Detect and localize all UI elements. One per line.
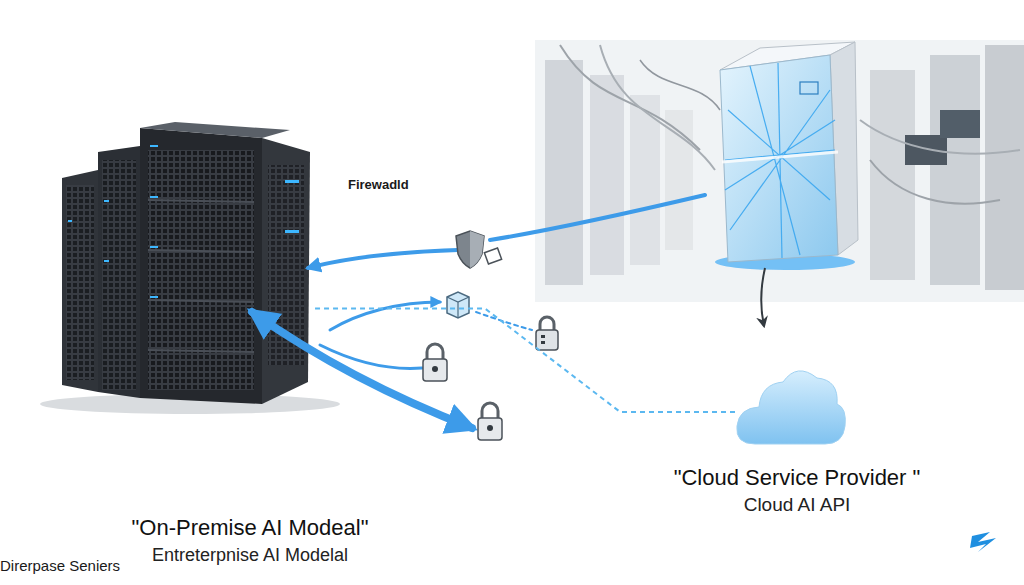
- flow-arrows: [252, 195, 705, 428]
- lock-icon: [478, 403, 502, 440]
- datacenter-photo: [535, 40, 1024, 302]
- server-racks: [40, 122, 340, 414]
- lock-icon: [536, 317, 558, 350]
- cloud-node: "Cloud Service Provider "Cloud AI API: [735, 362, 847, 448]
- footer-label: Direrpase Seniers: [0, 557, 120, 575]
- cloud-server-cube: [715, 42, 858, 270]
- firewall-label: Firewadld: [348, 177, 409, 193]
- lock-icon: [423, 344, 447, 381]
- node-subtitle: Cloud AI API: [607, 494, 987, 517]
- node-heading: "On-Premise AI Modeal": [35, 515, 465, 541]
- firewall-shield: [456, 231, 502, 268]
- server-rack-node: "On-Premise AI Modeal"Entreterpnise AI M…: [55, 120, 315, 410]
- dashed-connector: [315, 309, 735, 412]
- down-arrow: [761, 268, 765, 326]
- corner-logo: [970, 532, 996, 552]
- node-heading: "Cloud Service Provider ": [607, 465, 987, 491]
- cloud-shape: [735, 362, 847, 448]
- data-cube-icon: [447, 292, 469, 318]
